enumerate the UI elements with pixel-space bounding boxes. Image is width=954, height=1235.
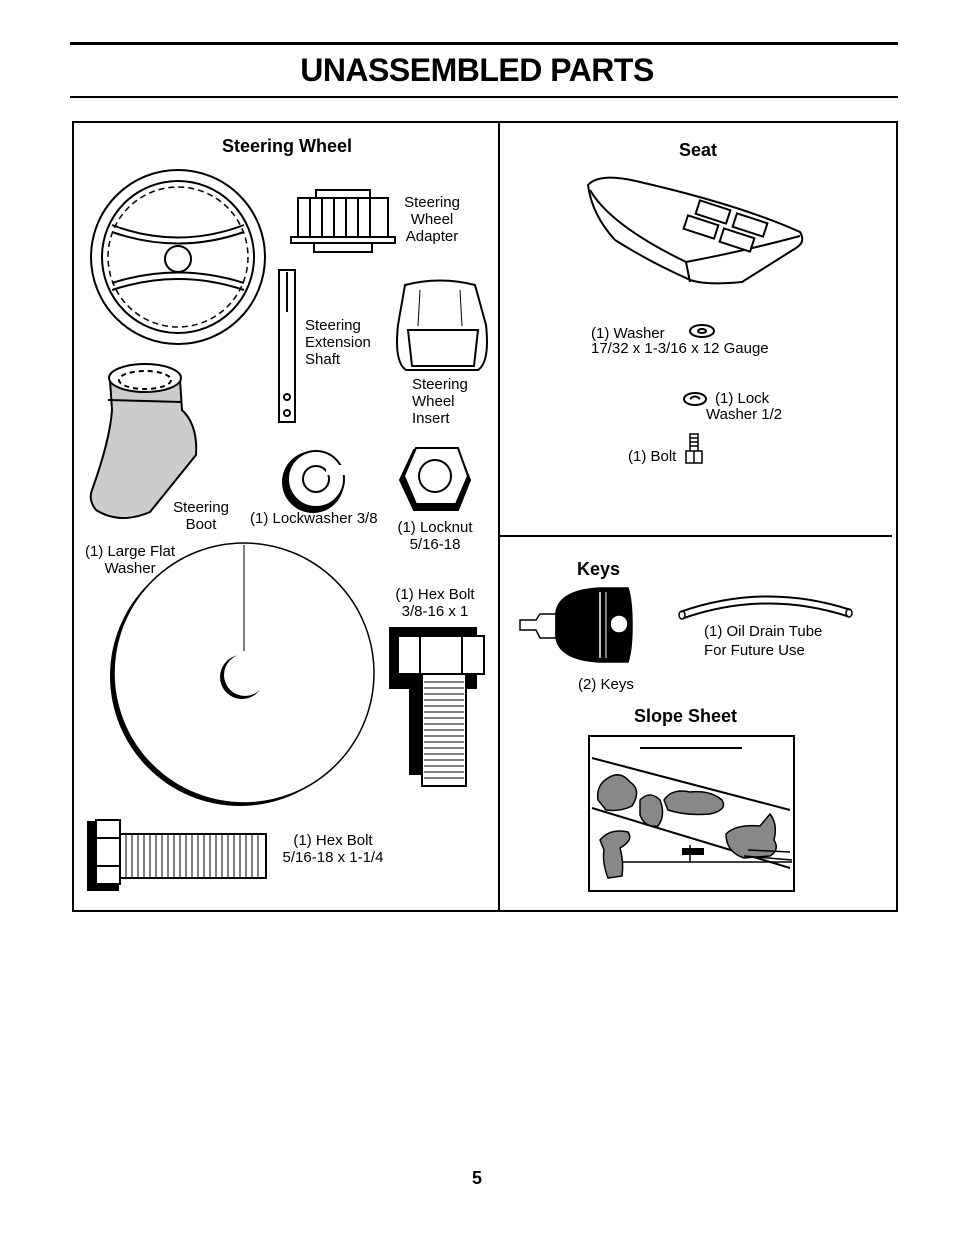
keys-label: (2) Keys [578,676,634,693]
oil-drain-tube-illustration [678,595,853,620]
seat-illustration [586,176,804,285]
steering-boot-illustration [89,363,198,519]
lock-washer-label: (1) Lock Washer 1/2 [706,390,783,423]
lock-washer-illustration [683,392,707,406]
large-flat-washer-illustration [110,542,375,806]
large-flat-washer-label: (1) Large Flat Washer [84,543,176,577]
steering-wheel-adapter-label: Steering Wheel Adapter [404,194,460,245]
slope-sheet-illustration [588,735,795,892]
hex-bolt-small-illustration [87,819,267,891]
bolt-label: (1) Bolt [628,448,677,465]
locknut-illustration [398,447,472,511]
slope-sheet-heading: Slope Sheet [634,706,738,726]
washer-label: (1) Washer 17/32 x 1-3/16 x 12 Gauge [591,325,769,357]
page-title: UNASSEMBLED PARTS [300,52,654,88]
lockwasher-illustration [282,450,348,513]
bolt-illustration [685,433,703,464]
steering-wheel-insert-label: Steering Wheel Insert [412,376,468,427]
washer-illustration [689,324,715,338]
keys-heading: Keys [577,559,621,579]
lockwasher-label: (1) Lockwasher 3/8 [250,510,378,527]
title-rule-bottom [70,96,898,98]
steering-wheel-illustration [90,169,266,345]
steering-wheel-heading: Steering Wheel [222,136,353,156]
steering-extension-shaft-label: Steering Extension Shaft [305,317,371,368]
hex-bolt-small-label: (1) Hex Bolt 5/16-18 x 1-1/4 [282,832,384,866]
section-divider-vertical [498,121,500,912]
section-divider-horizontal [498,535,892,537]
title-rule-top [70,42,898,45]
hex-bolt-large-label: (1) Hex Bolt 3/8-16 x 1 [395,586,475,620]
locknut-label: (1) Locknut 5/16-18 [397,519,473,553]
steering-wheel-adapter-illustration [290,189,396,253]
key-illustration [519,587,633,663]
oil-drain-tube-label: (1) Oil Drain Tube For Future Use [704,623,823,659]
seat-heading: Seat [679,140,718,160]
steering-extension-shaft-illustration [278,269,296,423]
page-number: 5 [471,1168,482,1188]
steering-wheel-insert-illustration [396,279,488,371]
steering-boot-label: Steering Boot [173,499,229,533]
parts-frame [72,121,898,912]
hex-bolt-large-illustration [389,627,485,787]
